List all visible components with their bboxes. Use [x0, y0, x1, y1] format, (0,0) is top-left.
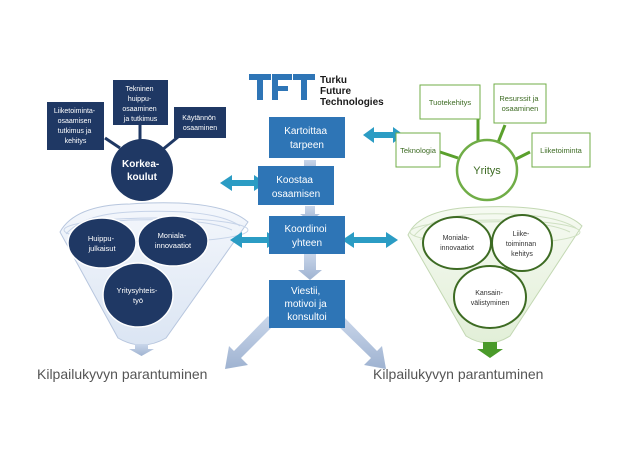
left-circle-moniala-line-2: innovaatiot [155, 241, 192, 250]
center-step-3-line-1: Koordinoi [284, 224, 326, 235]
right-sat-liiketoiminta-label: Liiketoiminta [540, 146, 583, 155]
svg-text:Kansain- välistyminen: Kansain- välistyminen [471, 290, 510, 307]
left-sat-liike-line-3: tutkimus ja [58, 128, 92, 135]
diagonal-arrow-left-icon [225, 316, 275, 369]
right-circle-liike-line-2: toiminnan [506, 241, 536, 248]
left-satellite-tekninen: Tekninen huippu- osaaminen ja tutkimus [113, 80, 168, 125]
right-circle-moniala: Moniala- innovaatiot [422, 216, 492, 270]
right-down-arrow-icon [477, 342, 503, 358]
left-sat-tekninen-line-2: huippu- [128, 96, 152, 103]
center-step-kartoittaa: Kartoittaa tarpeen [269, 117, 345, 158]
right-result-label: Kilpailukyvyn parantuminen [373, 366, 543, 382]
svg-text:Yritysyhteis- työ: Yritysyhteis- työ [117, 286, 160, 305]
right-circle-kansainvalistyminen: Kansain- välistyminen [453, 265, 527, 329]
center-step-koordinoi: Koordinoi yhteen [269, 216, 345, 254]
svg-text:Viestii, motivoi ja: Viestii, motivoi ja konsultoi [284, 286, 329, 323]
center-down-arrow-3-icon [298, 253, 322, 280]
svg-text:Käytännön osaaminen: Käytännön osaaminen [182, 115, 217, 132]
svg-text:Liike- toiminnan k: Liike- toiminnan kehitys [506, 231, 538, 258]
tft-logo-mark-icon [249, 74, 315, 100]
center-step-2-line-1: Koostaa [276, 175, 313, 186]
double-arrow-right-low-icon [342, 232, 398, 248]
left-sat-liike-line-2: osaamisen [58, 118, 92, 125]
left-sat-kaytannon-line-1: Käytännön [182, 115, 216, 122]
right-circle-kansain-line-2: välistyminen [471, 300, 510, 307]
left-sat-liike-line-4: kehitys [65, 138, 87, 145]
svg-text:Resurssit ja osaaminen: Resurssit ja osaaminen [499, 94, 540, 113]
right-satellite-liiketoiminta: Liiketoiminta [531, 132, 591, 168]
double-arrow-left-low-icon [230, 232, 279, 248]
center-step-koostaa: Koostaa osaamisen [258, 166, 334, 205]
right-circle-liiketoiminnan: Liike- toiminnan kehitys [491, 214, 553, 272]
right-hub-label: Yritys [473, 165, 501, 177]
center-step-viestii: Viestii, motivoi ja konsultoi [269, 280, 345, 328]
center-step-3-line-2: yhteen [292, 238, 322, 249]
left-sat-tekninen-line-1: Tekninen [126, 86, 154, 93]
center-step-4-line-1: Viestii, [291, 286, 320, 297]
left-circle-huippujulkaisut: Huippu- julkaisut [67, 217, 137, 269]
right-circle-kansain-line-1: Kansain- [475, 290, 503, 297]
center-step-1-line-2: tarpeen [290, 140, 324, 151]
right-satellite-tuotekehitys: Tuotekehitys [419, 84, 481, 120]
center-step-1-line-1: Kartoittaa [284, 126, 327, 137]
right-sat-resurssit-line-1: Resurssit ja [499, 94, 539, 103]
right-circle-moniala-line-2: innovaatiot [440, 245, 474, 252]
svg-text:Moniala- innovaatiot: Moniala- innovaatiot [440, 235, 474, 252]
right-satellite-teknologia: Teknologia [395, 132, 441, 168]
left-hub-line-1: Korkea- [122, 159, 159, 170]
right-circle-liike-line-1: Liike- [513, 231, 530, 238]
logo-line-2: Future [320, 86, 352, 97]
double-arrow-left-mid-icon [220, 175, 266, 191]
tft-logo: Turku Future Technologies [249, 74, 384, 108]
svg-text:Huippu- julkaisut: Huippu- julkaisut [87, 234, 116, 253]
left-sat-tekninen-line-4: ja tutkimus [123, 116, 158, 123]
svg-text:Moniala- innovaatiot: Moniala- innovaatiot [155, 231, 192, 250]
logo-line-1: Turku [320, 75, 347, 86]
left-sat-kaytannon-line-2: osaaminen [183, 125, 217, 132]
left-circle-moniala-line-1: Moniala- [158, 231, 187, 240]
left-sat-liike-line-1: Liiketoiminta- [54, 108, 96, 115]
left-circle-yritys-line-2: työ [133, 296, 143, 305]
right-circle-moniala-line-1: Moniala- [443, 235, 471, 242]
center-step-4-line-3: konsultoi [287, 312, 326, 323]
svg-text:Korkea- koulut: Korkea- koulut [122, 159, 162, 183]
svg-text:Kartoittaa tarpeen: Kartoittaa tarpeen [284, 126, 330, 151]
right-satellite-resurssit: Resurssit ja osaaminen [493, 83, 547, 124]
diagonal-arrow-right-icon [336, 316, 386, 369]
center-step-4-line-2: motivoi ja [284, 299, 327, 310]
left-circle-moniala: Moniala- innovaatiot [137, 215, 209, 267]
svg-text:Koostaa osaamisen: Koostaa osaamisen [272, 175, 320, 200]
left-circle-yritysyhteistyo: Yritysyhteis- työ [102, 262, 174, 328]
right-circle-liike-line-3: kehitys [511, 251, 533, 258]
logo-line-3: Technologies [320, 97, 384, 108]
left-hub-line-2: koulut [127, 172, 158, 183]
left-satellite-kaytannon: Käytännön osaaminen [174, 107, 226, 138]
svg-text:Koordinoi yhteen: Koordinoi yhteen [284, 224, 329, 249]
right-sat-tuotekehitys-label: Tuotekehitys [429, 98, 471, 107]
double-arrow-right-top-icon [363, 127, 404, 143]
left-circle-huippu-line-1: Huippu- [88, 234, 115, 243]
left-satellite-liiketoiminta: Liiketoiminta- osaamisen tutkimus ja keh… [47, 102, 104, 150]
left-result-label: Kilpailukyvyn parantuminen [37, 366, 207, 382]
right-sat-teknologia-label: Teknologia [400, 146, 437, 155]
svg-text:Tekninen huippu- o: Tekninen huippu- osaaminen ja tutkimus [122, 86, 158, 123]
left-hub-korkeakoulut: Korkea- koulut [111, 139, 173, 201]
left-circle-huippu-line-2: julkaisut [87, 244, 116, 253]
left-sat-tekninen-line-3: osaaminen [122, 106, 156, 113]
left-circle-yritys-line-1: Yritysyhteis- [117, 286, 158, 295]
center-step-2-line-2: osaamisen [272, 189, 320, 200]
left-down-arrow-icon [129, 344, 154, 356]
right-sat-resurssit-line-2: osaaminen [502, 104, 539, 113]
right-hub-yritys: Yritys [455, 138, 519, 202]
svg-text:Liiketoiminta- osaamisen: Liiketoiminta- osaamisen tutkimus ja keh… [54, 108, 97, 145]
